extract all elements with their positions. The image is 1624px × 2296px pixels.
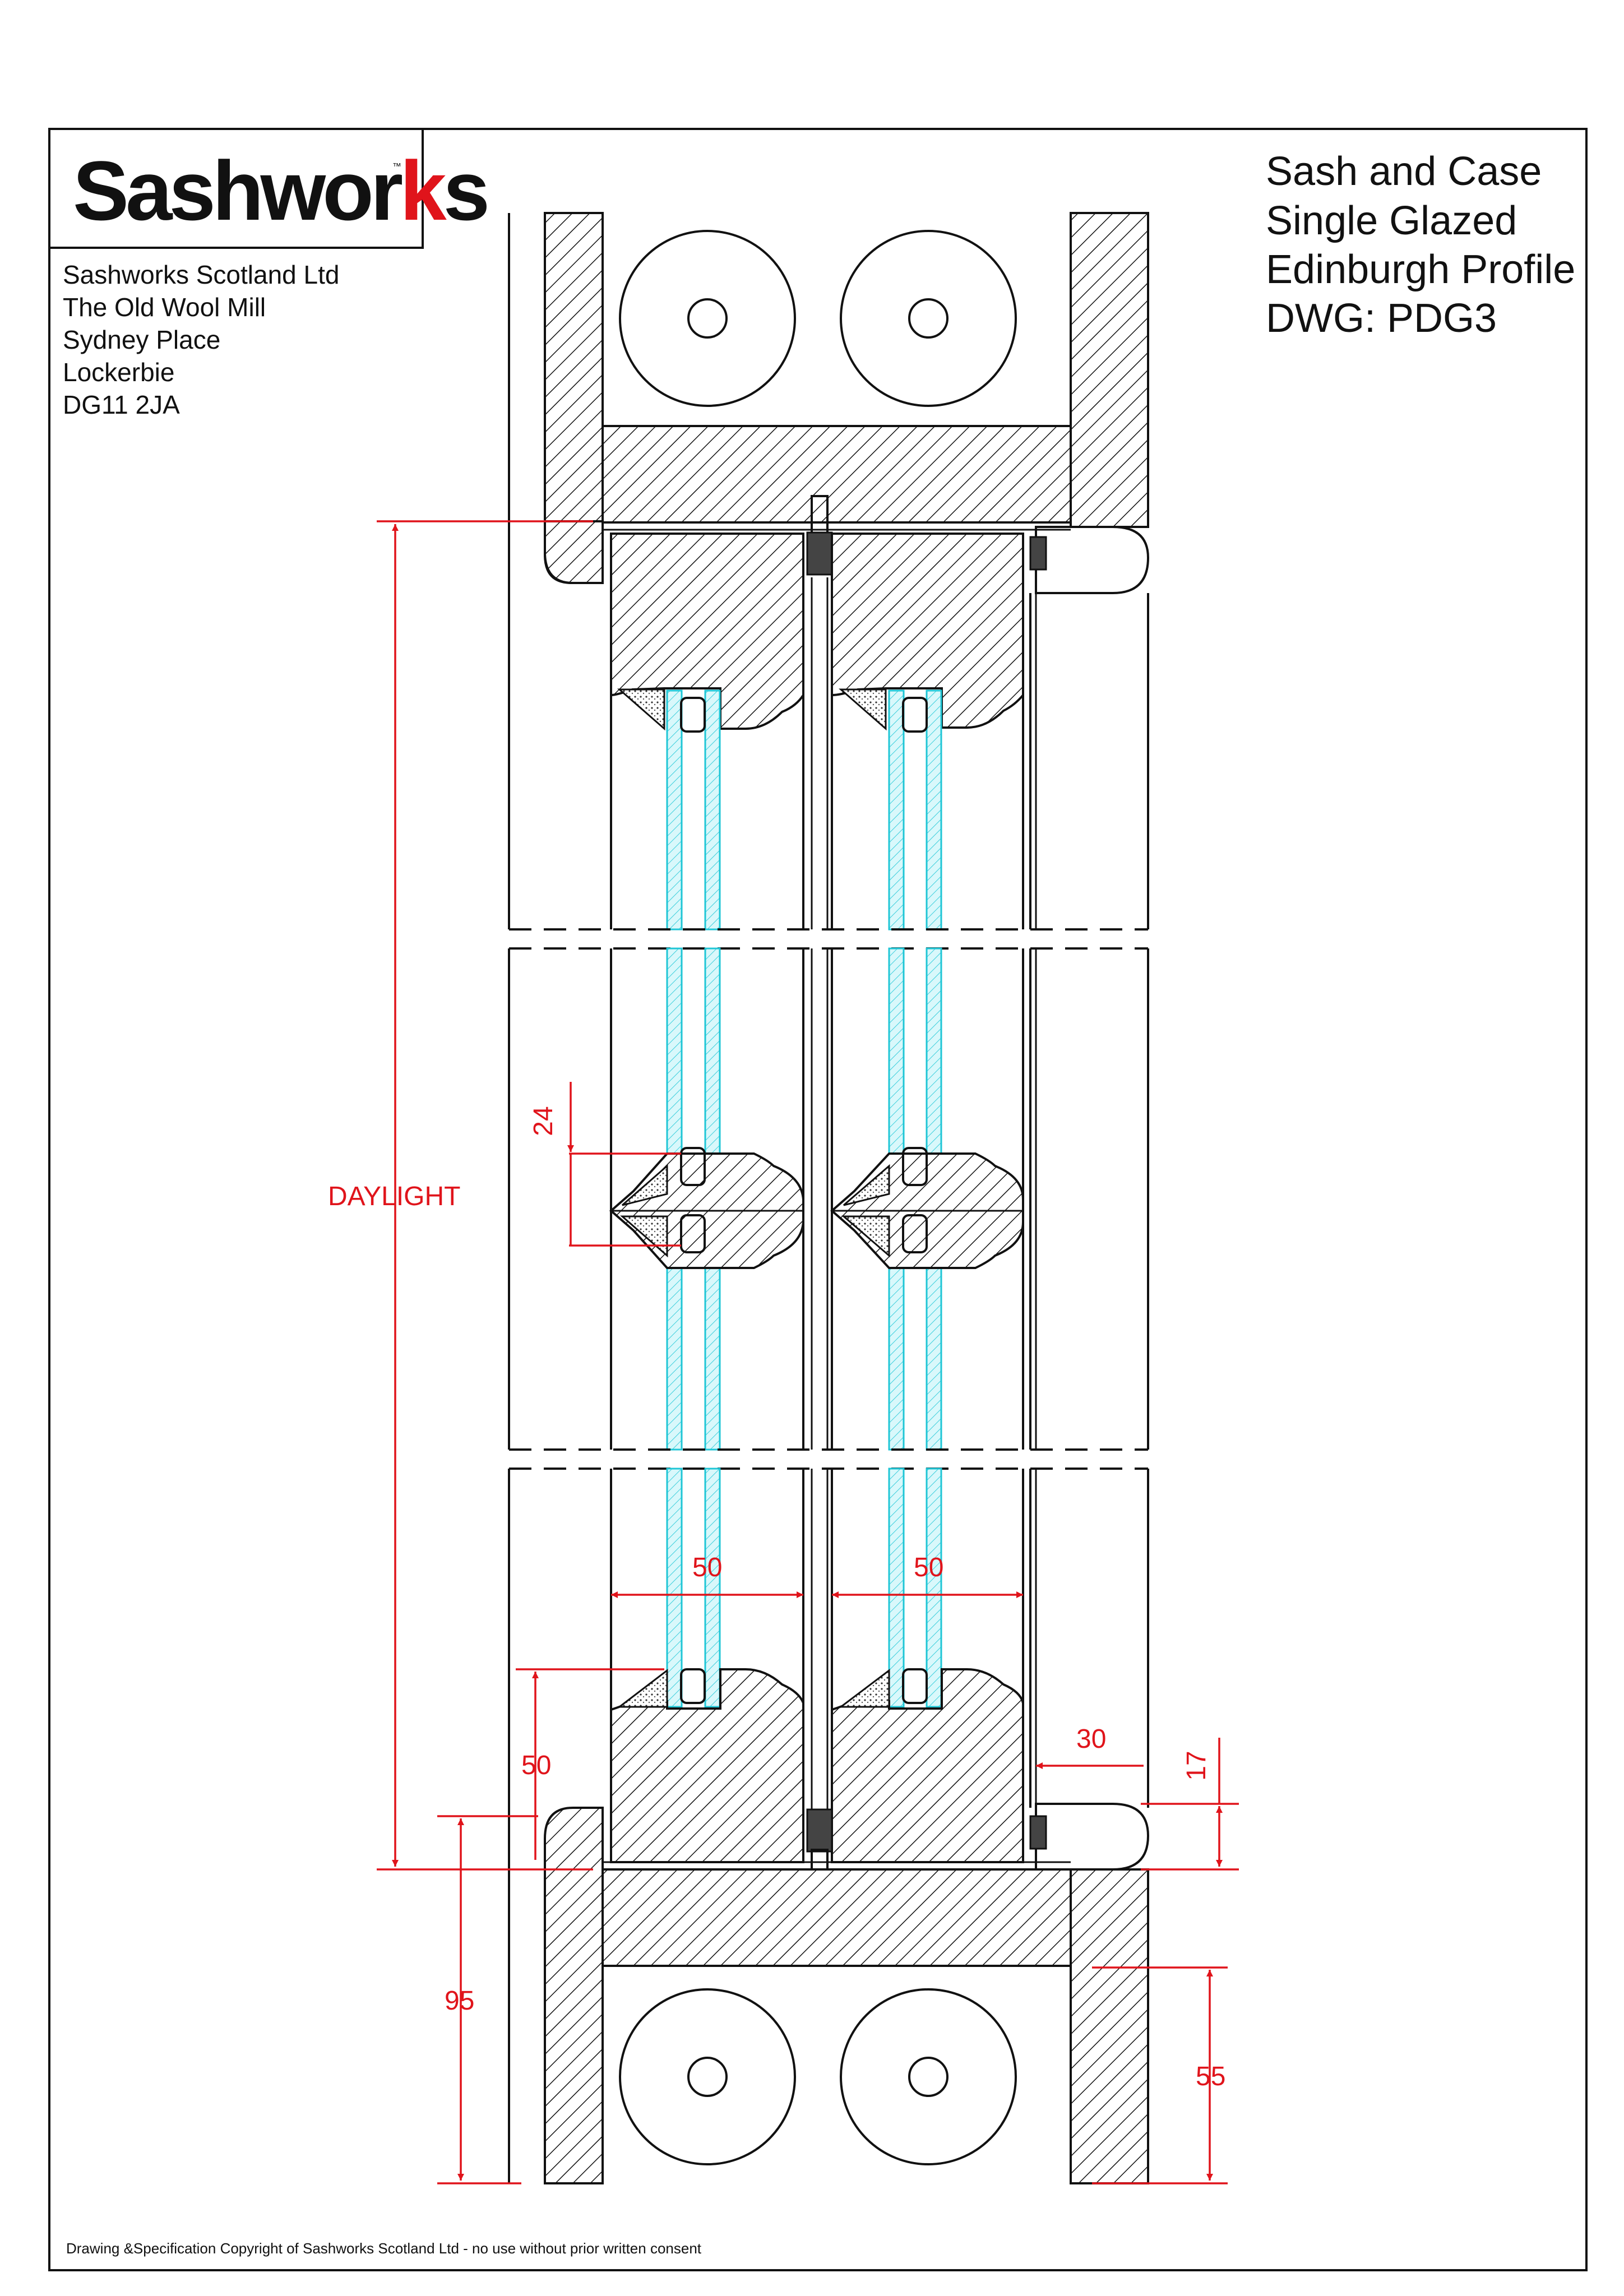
company-address: Sashworks Scotland Ltd The Old Wool Mill… bbox=[63, 260, 340, 419]
dim-daylight: DAYLIGHT bbox=[328, 1182, 460, 1211]
dim-sash-width-right: 50 bbox=[914, 1553, 943, 1582]
title-block: Sash and Case Single Glazed Edinburgh Pr… bbox=[1266, 149, 1575, 341]
head-box bbox=[508, 212, 1150, 929]
title-line: Edinburgh Profile bbox=[1266, 247, 1575, 292]
dim-bead-height: 17 bbox=[1182, 1751, 1211, 1780]
title-line: DWG: PDG3 bbox=[1266, 296, 1497, 341]
address-line: Lockerbie bbox=[63, 358, 174, 387]
dim-glazing-bar: 24 bbox=[529, 1106, 558, 1136]
address-line: Sashworks Scotland Ltd bbox=[63, 260, 340, 289]
address-line: The Old Wool Mill bbox=[63, 293, 266, 322]
address-line: Sydney Place bbox=[63, 325, 220, 354]
logo-trademark: ™ bbox=[392, 162, 401, 172]
dim-bottom-rail: 50 bbox=[521, 1751, 551, 1780]
dim-bead-depth: 30 bbox=[1076, 1724, 1106, 1754]
lower-section bbox=[508, 1468, 1150, 2184]
logo-box: Sashworks ™ bbox=[48, 128, 491, 249]
dim-sill-lower: 55 bbox=[1196, 2062, 1225, 2091]
dimensions: DAYLIGHT 24 50 50 50 30 17 95 55 bbox=[328, 520, 1239, 2184]
dim-sash-width-left: 50 bbox=[692, 1553, 722, 1582]
dim-cill: 95 bbox=[445, 1986, 474, 2016]
top-sash-rails bbox=[610, 533, 1024, 731]
title-line: Single Glazed bbox=[1266, 198, 1517, 243]
title-line: Sash and Case bbox=[1266, 149, 1542, 194]
middle-section bbox=[508, 947, 1149, 1451]
copyright-footer: Drawing &Specification Copyright of Sash… bbox=[66, 2240, 702, 2257]
address-line: DG11 2JA bbox=[63, 390, 180, 419]
logo: Sashworks bbox=[73, 144, 487, 238]
sheet-border bbox=[48, 128, 1588, 2271]
